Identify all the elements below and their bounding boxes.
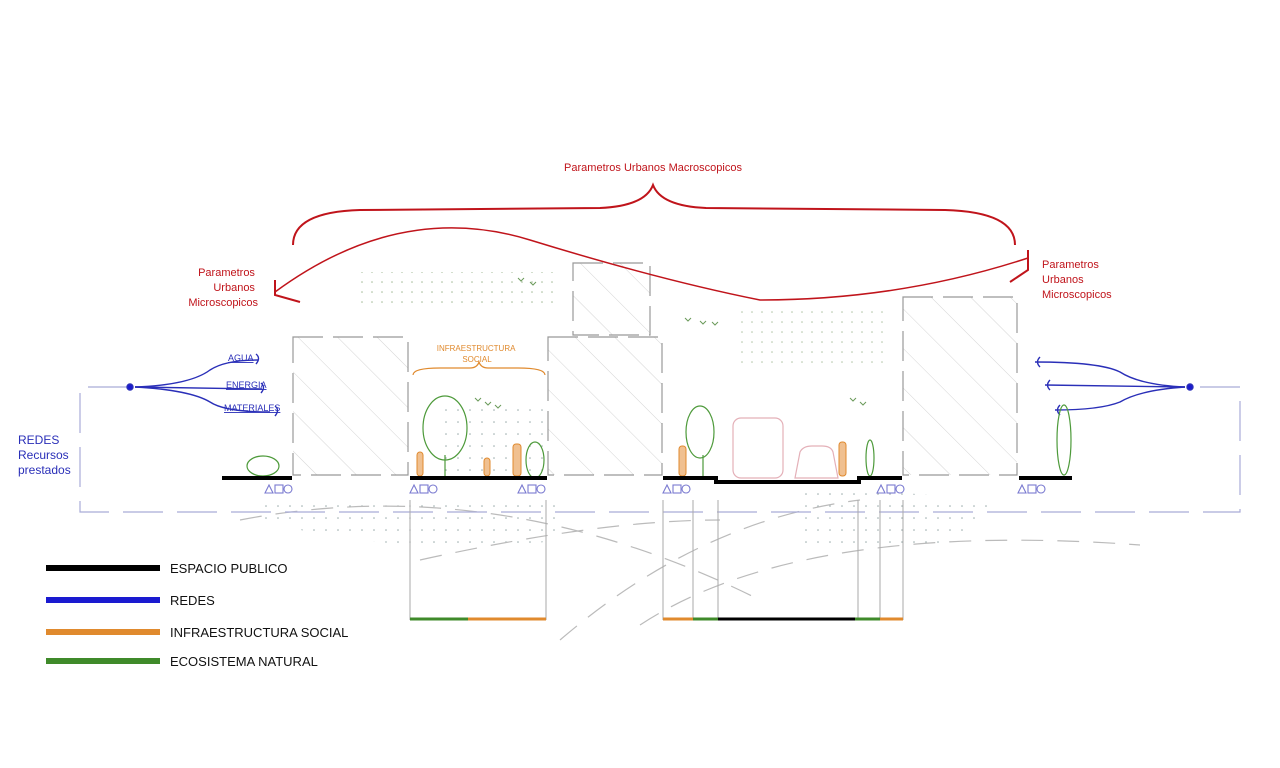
building (547, 336, 663, 476)
legend-label: REDES (170, 593, 215, 608)
infra-brace (412, 360, 546, 376)
network-left (126, 353, 279, 417)
legend-label: INFRAESTRUCTURA SOCIAL (170, 625, 348, 640)
utility-symbols (264, 483, 1046, 494)
tree-icon (246, 455, 280, 477)
branch-materiales: MATERIALES (224, 403, 280, 413)
building (572, 262, 651, 336)
flow-arcs (239, 499, 1141, 641)
network-frames (79, 386, 1241, 513)
macro-brace (274, 182, 1029, 303)
person-icon (416, 451, 424, 477)
legend-label: ESPACIO PUBLICO (170, 561, 288, 576)
section-lines (409, 500, 904, 620)
car-icon (794, 445, 839, 479)
soil-texture (255, 272, 1000, 552)
branch-agua: AGUA (228, 353, 254, 363)
network-right (1034, 356, 1194, 416)
branch-energia: ENERGIA (226, 380, 267, 390)
micro-left-label: Parametros Urbanos Microscopicos (188, 267, 258, 309)
tree-icon (1056, 404, 1072, 476)
building (902, 296, 1018, 476)
legend-label: ECOSISTEMA NATURAL (170, 654, 318, 669)
birds (474, 277, 867, 409)
macro-title: Parametros Urbanos Macroscopicos (564, 162, 742, 174)
people (416, 441, 847, 477)
person-icon (512, 443, 522, 477)
infra-label: INFRAESTRUCTURA SOCIAL (437, 344, 517, 364)
legend: ESPACIO PUBLICO REDES INFRAESTRUCTURA SO… (46, 561, 348, 669)
buildings (292, 262, 1018, 476)
building (292, 336, 409, 476)
tree-icon (685, 405, 715, 459)
micro-right-label: Parametros Urbanos Microscopicos (1042, 259, 1112, 301)
bus-icon (732, 417, 784, 479)
person-icon (838, 441, 847, 477)
vehicles (732, 417, 839, 479)
trees (246, 395, 1072, 479)
person-icon (483, 457, 491, 477)
tree-icon (865, 439, 875, 477)
public-space-ground (222, 476, 1072, 484)
person-icon (678, 445, 687, 477)
wave-line (274, 227, 1029, 301)
redes-label: REDES Recursos prestados (18, 433, 72, 477)
